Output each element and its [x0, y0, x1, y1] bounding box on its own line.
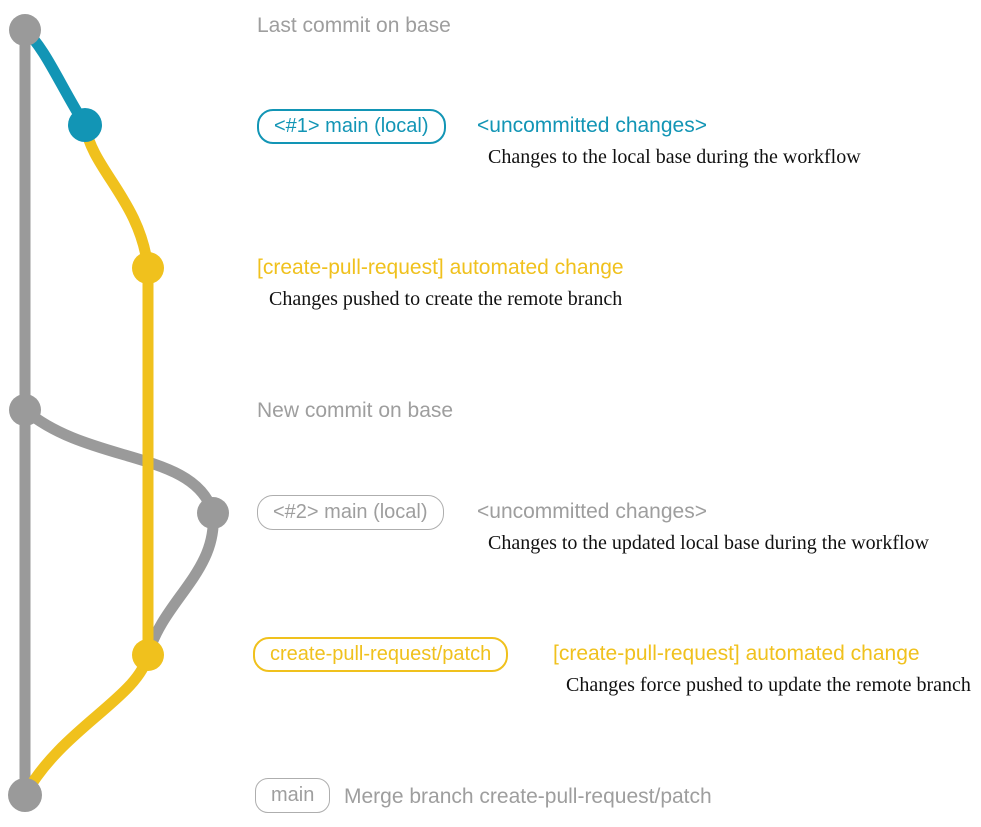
description-local-base: Changes to the local base during the wor… — [488, 146, 861, 168]
merge-commit-message: Merge branch create-pull-request/patch — [344, 785, 712, 808]
commit-node-last-base — [9, 14, 41, 46]
branch-badge-patch: create-pull-request/patch — [253, 637, 509, 672]
description-push-create: Changes pushed to create the remote bran… — [269, 288, 623, 310]
description-force-push: Changes force pushed to update the remot… — [566, 674, 971, 696]
commit-node-merge — [8, 778, 42, 812]
patch-branch-curve — [79, 123, 154, 269]
commit-node-new-base — [9, 394, 41, 426]
rebase-curve-2 — [142, 512, 219, 657]
branch-badge-main-1: <#1> main (local) — [257, 109, 446, 144]
uncommitted-changes-label-1: <uncommitted changes> — [477, 114, 707, 137]
description-updated-base: Changes to the updated local base during… — [488, 532, 929, 554]
commit-node-local-2 — [197, 497, 229, 529]
commit-node-local-1 — [68, 108, 102, 142]
rebase-curve-1 — [21, 405, 219, 515]
last-commit-label: Last commit on base — [257, 14, 451, 37]
automated-change-label-1: [create-pull-request] automated change — [257, 256, 624, 279]
commit-node-push-2 — [132, 639, 164, 671]
automated-change-label-2: [create-pull-request] automated change — [553, 642, 920, 665]
git-graph — [8, 14, 229, 812]
branch-badge-main-final: main — [255, 778, 331, 813]
merge-curve — [20, 653, 154, 798]
new-commit-label: New commit on base — [257, 399, 454, 422]
commit-node-push-1 — [132, 252, 164, 284]
branch-badge-main-2: <#2> main (local) — [257, 495, 444, 530]
uncommitted-changes-label-2: <uncommitted changes> — [477, 500, 707, 523]
